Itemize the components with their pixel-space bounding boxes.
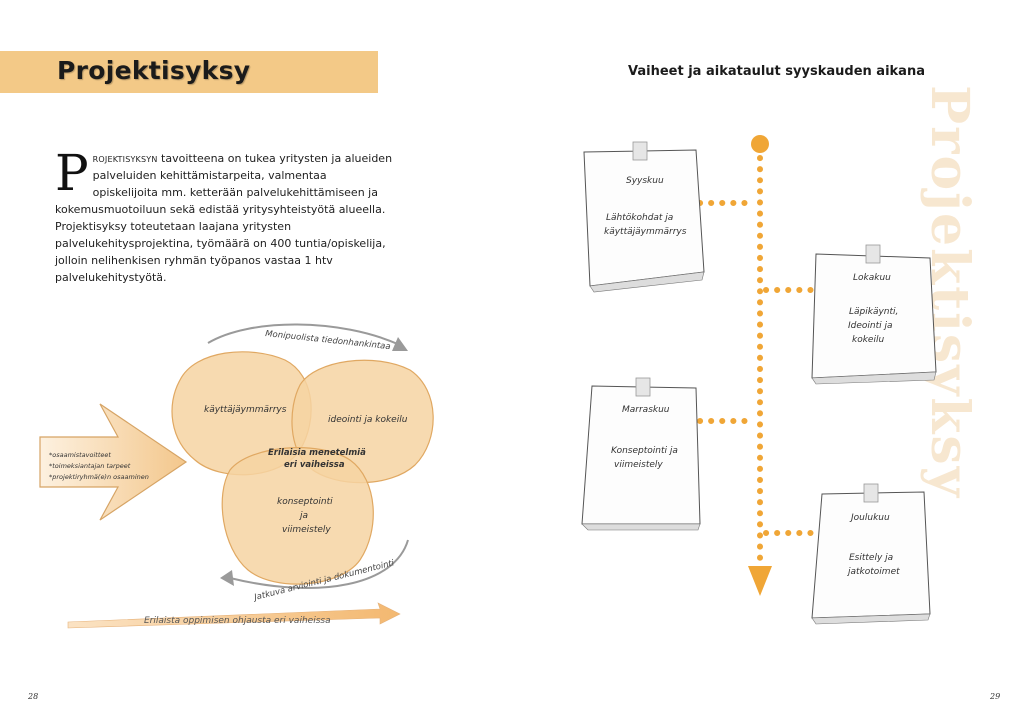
top-arrow-head bbox=[392, 337, 408, 351]
timeline-title: Vaiheet ja aikataulut syyskauden aikana bbox=[628, 64, 925, 79]
input-item-3: *projektiryhmä(e)n osaaminen bbox=[49, 473, 149, 481]
circle-konseptointi bbox=[221, 447, 374, 585]
note-lokakuu: Lokakuu Läpikäynti, Ideointi ja kokeilu bbox=[811, 244, 937, 385]
note-joulukuu: Joulukuu Esittely ja jatkotoimet bbox=[811, 483, 931, 625]
note-2-line1: Läpikäynti, bbox=[849, 307, 898, 317]
note-2-month: Lokakuu bbox=[853, 273, 891, 283]
note-4-line1: Esittely ja bbox=[849, 553, 893, 563]
note-1-line2: käyttäjäymmärrys bbox=[604, 227, 687, 237]
tape-syyskuu bbox=[632, 141, 648, 161]
bottom-arrow-label: Erilaista oppimisen ohjausta eri vaiheis… bbox=[144, 616, 331, 626]
note-3-month: Marraskuu bbox=[622, 405, 670, 415]
input-item-2: *toimeksiantajan tarpeet bbox=[49, 462, 131, 470]
center-label-1: Erilaisia menetelmiä bbox=[268, 448, 366, 458]
top-curved-arrow bbox=[207, 323, 401, 346]
input-item-1: *osaamistavoitteet bbox=[49, 451, 111, 459]
tape-marraskuu bbox=[635, 377, 651, 397]
note-syyskuu: Syyskuu Lähtökohdat ja käyttäjäymmärrys bbox=[583, 141, 705, 293]
note-2-line3: kokeilu bbox=[852, 335, 884, 345]
note-2-line2: Ideointi ja bbox=[848, 321, 893, 331]
paragraph-text: tavoitteena on tukea yritysten ja alueid… bbox=[55, 152, 393, 284]
note-4-month: Joulukuu bbox=[849, 513, 890, 523]
page-number-right: 29 bbox=[990, 692, 1001, 701]
lead-smallcaps: rojektisyksyn bbox=[92, 152, 158, 165]
circle-3-label-2: ja bbox=[298, 511, 308, 521]
center-label-2: eri vaiheissa bbox=[284, 460, 345, 470]
tape-joulukuu bbox=[863, 483, 879, 503]
note-marraskuu: Marraskuu Konseptointi ja viimeistely bbox=[581, 377, 701, 531]
title-band bbox=[0, 51, 378, 93]
circle-3-label-1: konseptointi bbox=[277, 497, 333, 507]
bottom-arc-head bbox=[220, 570, 234, 586]
bottom-curved-arrow bbox=[229, 539, 409, 589]
circle-3-label-3: viimeistely bbox=[282, 525, 331, 535]
timeline-start-dot bbox=[751, 135, 769, 153]
tape-lokakuu bbox=[865, 244, 881, 264]
note-1-month: Syyskuu bbox=[626, 176, 664, 186]
circle-1-label: käyttäjäymmärrys bbox=[204, 405, 287, 415]
note-1-line1: Lähtökohdat ja bbox=[606, 213, 673, 223]
note-4-line2: jatkotoimet bbox=[846, 567, 900, 577]
note-3-line1: Konseptointi ja bbox=[611, 446, 678, 456]
page-title: Projektisyksy bbox=[57, 56, 251, 85]
input-arrow bbox=[39, 403, 188, 521]
timeline-arrowhead bbox=[748, 566, 772, 596]
drop-cap: P bbox=[55, 144, 89, 202]
page-number-left: 28 bbox=[28, 692, 39, 701]
circle-2-label: ideointi ja kokeilu bbox=[328, 415, 408, 425]
note-3-line2: viimeistely bbox=[614, 460, 663, 470]
bottom-arrow bbox=[67, 602, 401, 629]
